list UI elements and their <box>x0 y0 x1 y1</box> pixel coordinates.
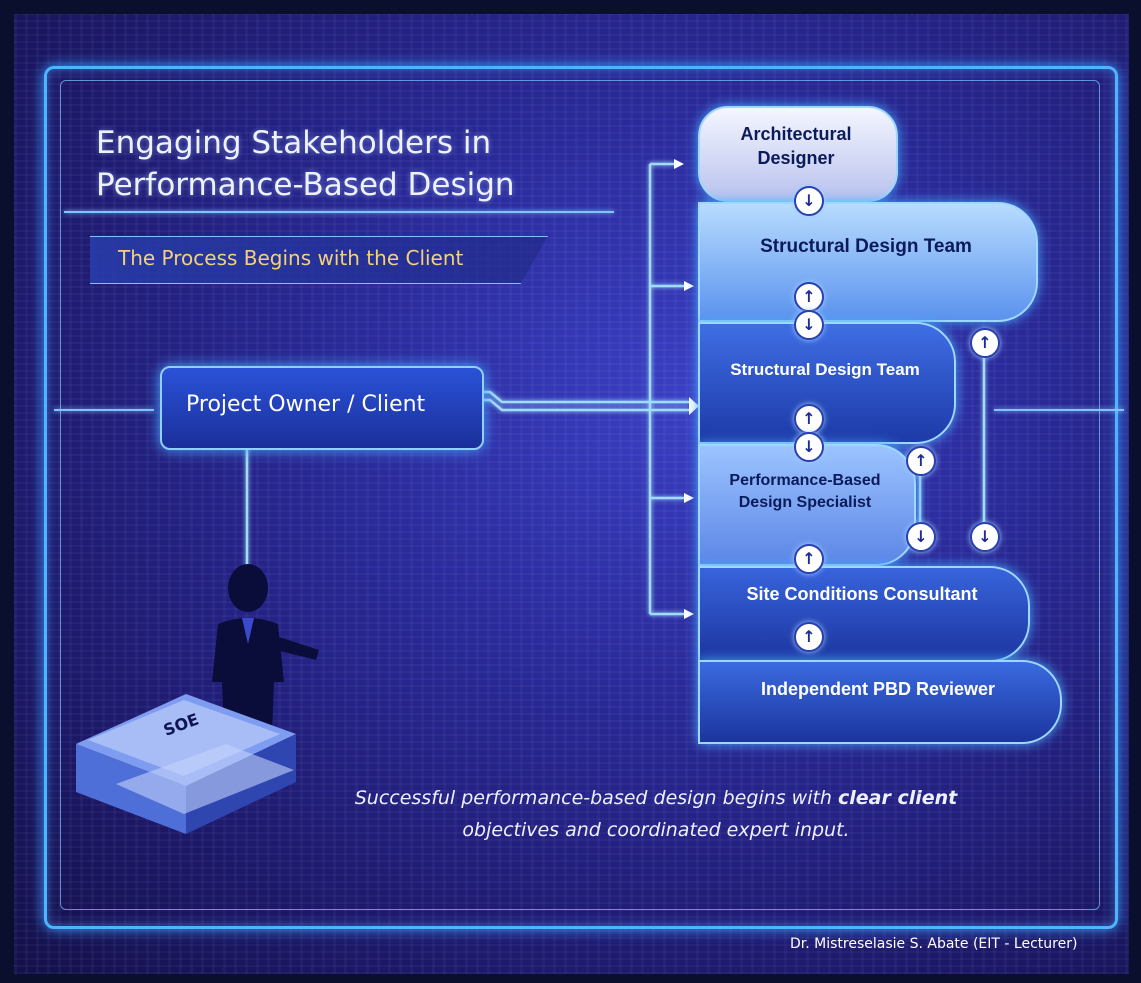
caption: Successful performance-based design begi… <box>346 782 966 846</box>
stakeholder-structural-design-team-1 <box>698 202 1038 322</box>
arrow-up-icon: ↑ <box>794 544 824 574</box>
credit-text: Dr. Mistreselasie S. Abate (EIT - Lectur… <box>790 936 1078 952</box>
subtitle: The Process Begins with the Client <box>118 246 464 270</box>
diagram-title: Engaging Stakeholders in Performance-Bas… <box>96 122 556 206</box>
book-stack-icon: SOE <box>76 694 296 834</box>
arrow-down-icon: ↓ <box>794 310 824 340</box>
diagram-background: Engaging Stakeholders in Performance-Bas… <box>14 14 1129 974</box>
stakeholder-pbd-reviewer <box>698 660 1062 744</box>
stakeholder-label-structural-1: Structural Design Team <box>760 236 972 257</box>
title-line-1: Engaging Stakeholders in <box>96 125 492 161</box>
arrow-up-icon: ↑ <box>970 328 1000 358</box>
arrow-down-icon: ↓ <box>794 186 824 216</box>
stakeholder-label-architectural: Architectural Designer <box>740 124 852 168</box>
title-line-2: Performance-Based Design <box>96 167 515 203</box>
person-silhouette-icon <box>212 564 319 734</box>
inner-frame <box>60 80 1100 910</box>
arrow-up-icon: ↑ <box>906 446 936 476</box>
caption-line-2: objectives and coordinated expert input. <box>462 819 850 841</box>
client-connector <box>466 390 689 404</box>
stakeholder-site-conditions <box>698 566 1030 662</box>
arrow-up-icon: ↑ <box>794 404 824 434</box>
subtitle-banner <box>90 236 548 284</box>
caption-line-1: Successful performance-based design begi… <box>354 787 958 809</box>
stakeholder-structural-design-team-2 <box>698 322 956 444</box>
arrow-up-icon: ↑ <box>794 622 824 652</box>
outer-glow-frame <box>44 66 1118 929</box>
stakeholder-label-pbd-specialist: Performance-Based Design Specialist <box>729 472 881 511</box>
stakeholder-label-pbd-reviewer: Independent PBD Reviewer <box>760 679 996 699</box>
stakeholder-label-site-conditions: Site Conditions Consultant <box>746 584 978 604</box>
arrowhead-icon <box>674 159 684 169</box>
arrow-down-icon: ↓ <box>970 522 1000 552</box>
client-label: Project Owner / Client <box>186 392 426 417</box>
client-box <box>160 366 484 450</box>
stakeholder-label-structural-2: Structural Design Team <box>730 360 920 379</box>
arrow-down-icon: ↓ <box>794 432 824 462</box>
arrow-up-icon: ↑ <box>794 282 824 312</box>
arrow-down-icon: ↓ <box>906 522 936 552</box>
